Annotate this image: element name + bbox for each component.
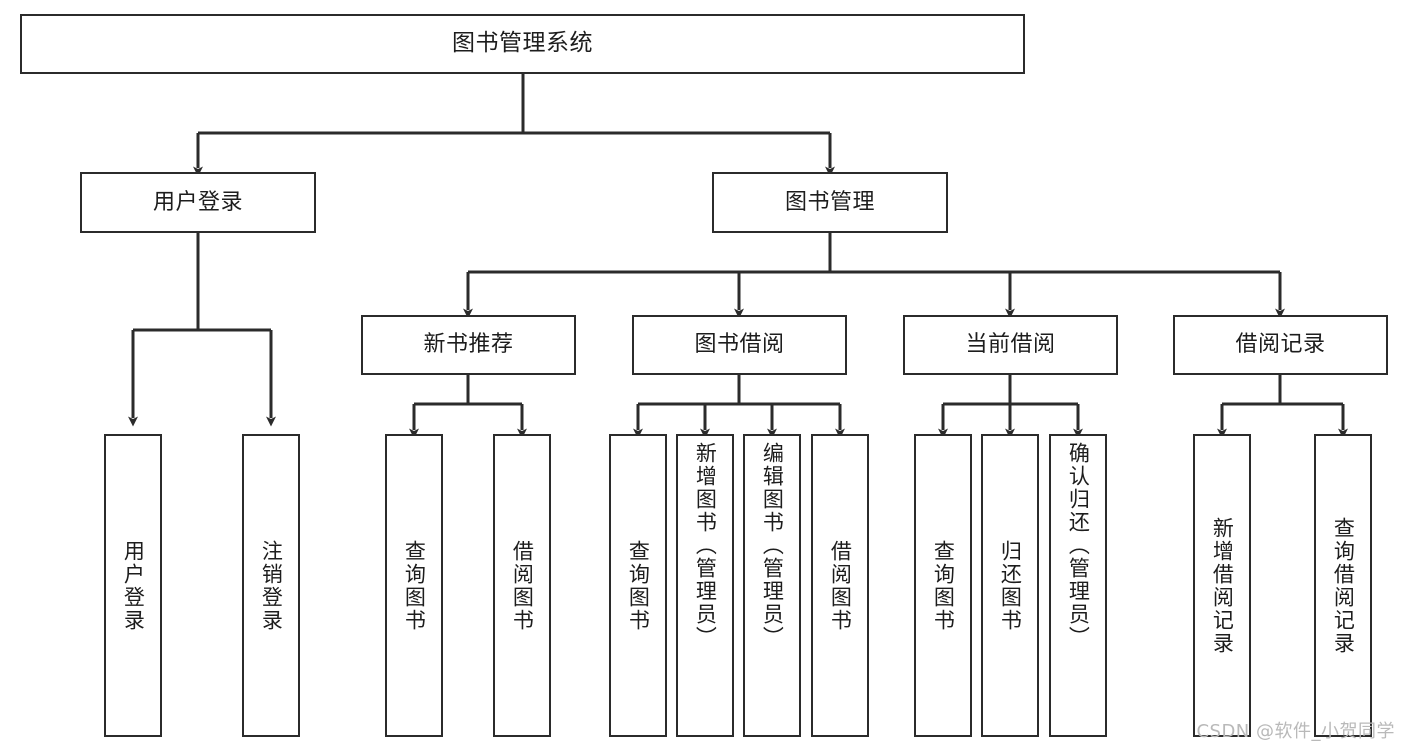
node-leaf-logout[interactable]: 注销登录	[242, 434, 300, 737]
node-label: 确认归还（管理员）	[1066, 442, 1091, 649]
node-label: 借阅记录	[1235, 332, 1326, 358]
node-label: 注销登录	[259, 539, 284, 632]
node-book-borrow[interactable]: 图书借阅	[632, 315, 847, 375]
node-label: 图书管理系统	[452, 30, 593, 57]
node-label: 当前借阅	[965, 332, 1056, 358]
node-label: 借阅图书	[828, 539, 853, 632]
node-label: 新增借阅记录	[1210, 516, 1235, 655]
node-label: 查询图书	[626, 539, 651, 632]
node-leaf-query-book-2[interactable]: 查询图书	[609, 434, 667, 737]
node-label: 查询图书	[931, 539, 956, 632]
node-leaf-user-login[interactable]: 用户登录	[104, 434, 162, 737]
node-leaf-edit-book[interactable]: 编辑图书（管理员）	[743, 434, 801, 737]
node-label: 编辑图书（管理员）	[760, 442, 785, 649]
node-root-book-management-system[interactable]: 图书管理系统	[20, 14, 1025, 74]
node-label: 图书借阅	[694, 332, 785, 358]
node-book-manage[interactable]: 图书管理	[712, 172, 948, 233]
node-label: 查询图书	[402, 539, 427, 632]
node-label: 归还图书	[998, 539, 1023, 632]
node-label: 新增图书（管理员）	[693, 442, 718, 649]
node-leaf-query-book-3[interactable]: 查询图书	[914, 434, 972, 737]
node-leaf-query-record[interactable]: 查询借阅记录	[1314, 434, 1372, 737]
node-label: 新书推荐	[423, 332, 514, 358]
node-leaf-return-book[interactable]: 归还图书	[981, 434, 1039, 737]
node-new-book-recommend[interactable]: 新书推荐	[361, 315, 576, 375]
node-label: 用户登录	[121, 539, 146, 632]
node-leaf-borrow-book-2[interactable]: 借阅图书	[811, 434, 869, 737]
node-leaf-add-book[interactable]: 新增图书（管理员）	[676, 434, 734, 737]
node-current-borrow[interactable]: 当前借阅	[903, 315, 1118, 375]
node-label: 查询借阅记录	[1331, 516, 1356, 655]
node-label: 借阅图书	[510, 539, 535, 632]
node-borrow-record[interactable]: 借阅记录	[1173, 315, 1388, 375]
node-leaf-confirm-return[interactable]: 确认归还（管理员）	[1049, 434, 1107, 737]
node-leaf-query-book-1[interactable]: 查询图书	[385, 434, 443, 737]
node-user-login[interactable]: 用户登录	[80, 172, 316, 233]
node-leaf-add-record[interactable]: 新增借阅记录	[1193, 434, 1251, 737]
node-leaf-borrow-book-1[interactable]: 借阅图书	[493, 434, 551, 737]
node-label: 用户登录	[152, 189, 243, 215]
node-label: 图书管理	[784, 189, 875, 215]
